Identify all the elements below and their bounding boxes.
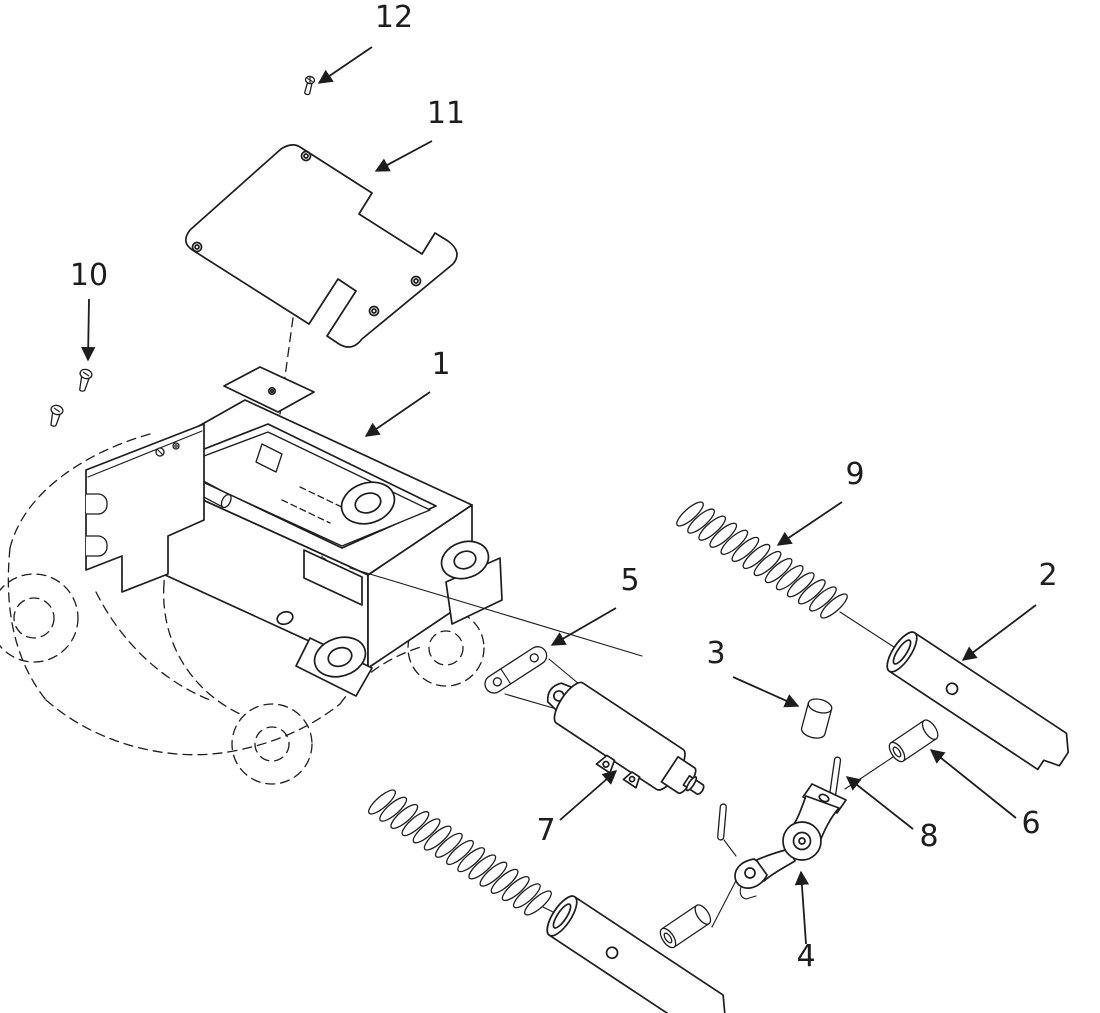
part-1-main-housing xyxy=(85,366,503,697)
part-2-slide-tube xyxy=(886,631,1070,771)
leader-line-6 xyxy=(929,749,1017,819)
part-label-11: 11 xyxy=(427,96,465,131)
part-labels: 1 2 3 4 5 6 7 8 9 10 11 12 xyxy=(70,0,1058,974)
slide-tube-lower xyxy=(546,895,726,1013)
part-3-roller xyxy=(800,698,833,739)
part-label-4: 4 xyxy=(796,939,815,974)
part-12-screw xyxy=(304,75,316,96)
part-label-9: 9 xyxy=(845,457,864,492)
leader-line-1 xyxy=(364,391,431,437)
part-label-12: 12 xyxy=(375,0,413,35)
leader-line-8 xyxy=(845,776,914,830)
leader-line-5 xyxy=(550,607,617,646)
leader-line-12 xyxy=(317,46,373,84)
screw-second xyxy=(50,404,64,427)
part-label-2: 2 xyxy=(1038,558,1057,593)
part-label-7: 7 xyxy=(536,813,555,848)
leader-line-2 xyxy=(961,604,1037,661)
part-7-damper-cylinder xyxy=(546,681,705,795)
part-label-8: 8 xyxy=(919,819,938,854)
part-4-crank-lever xyxy=(734,783,847,900)
bushing-lower xyxy=(659,904,712,949)
leader-line-10 xyxy=(81,298,96,362)
part-10-screw xyxy=(50,368,93,427)
part-5-link xyxy=(484,646,548,694)
part-6-bushing xyxy=(888,719,939,763)
part-label-3: 3 xyxy=(706,636,725,671)
part-label-6: 6 xyxy=(1021,806,1040,841)
pin-small xyxy=(717,803,727,841)
part-11-cover-plate xyxy=(185,144,458,348)
part-9-spring xyxy=(676,501,848,619)
leader-line-11 xyxy=(374,140,433,172)
part-label-10: 10 xyxy=(70,258,108,293)
leader-lines xyxy=(81,46,1037,945)
leader-line-3 xyxy=(732,676,800,708)
leader-line-9 xyxy=(776,501,843,546)
leader-line-7 xyxy=(559,770,618,821)
leader-line-4 xyxy=(794,870,810,945)
part-label-5: 5 xyxy=(620,563,639,598)
spring-lower xyxy=(368,789,552,916)
part-label-1: 1 xyxy=(431,347,450,382)
